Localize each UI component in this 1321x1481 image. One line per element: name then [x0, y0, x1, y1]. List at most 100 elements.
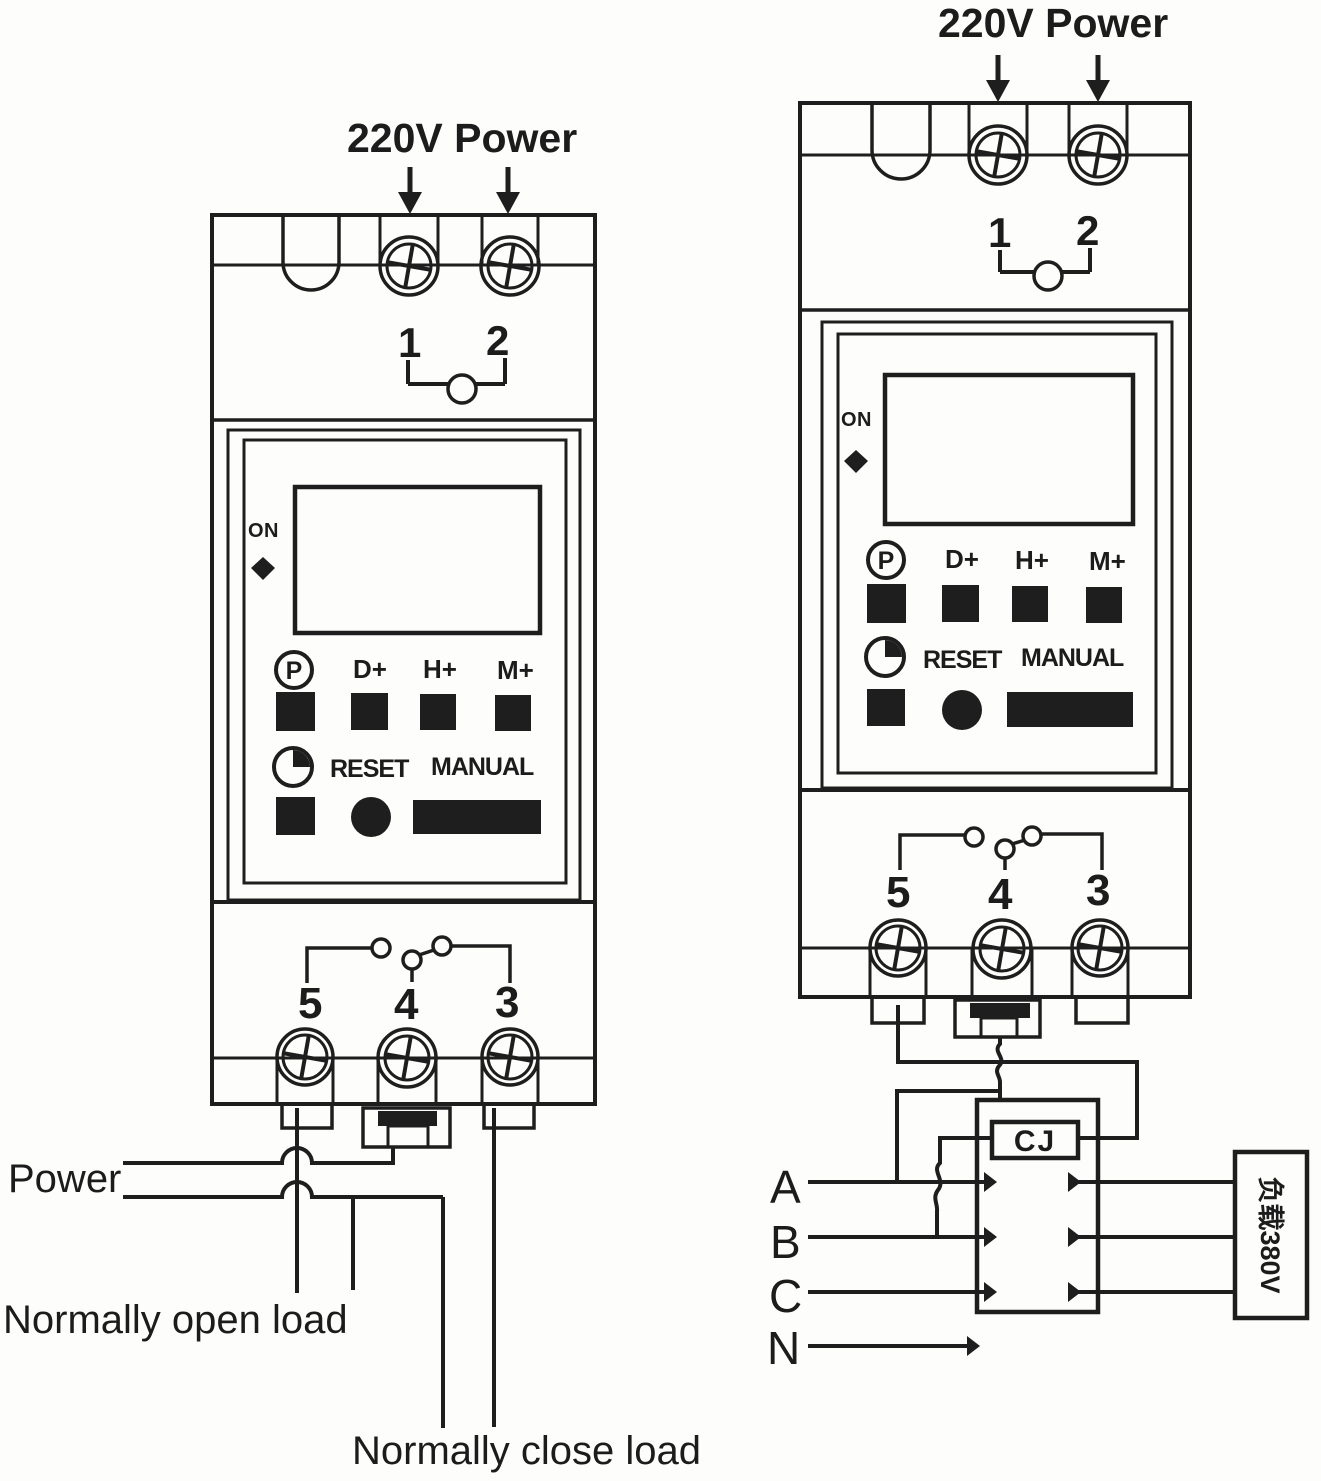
normally-close-load-label: Normally close load [352, 1429, 701, 1473]
terminal-slots [868, 948, 1130, 997]
neutral-end-pin [967, 1336, 980, 1356]
relay-contact-symbol [898, 825, 1104, 870]
program-button [276, 692, 315, 731]
terminal-2-label: 2 [1076, 207, 1099, 254]
right-wiring: CJ A B C N 负载380V [767, 1005, 1310, 1374]
terminal-5-label: 5 [298, 979, 322, 1028]
screw-terminal [1067, 124, 1129, 186]
on-label: ON [841, 409, 872, 431]
program-button [867, 584, 906, 623]
fuse-box [953, 998, 1042, 1039]
device-outline [210, 213, 597, 1106]
manual-label: MANUAL [431, 753, 534, 781]
wire-power-line-1 [123, 1146, 395, 1165]
wire-fuse-hop [995, 1037, 1004, 1100]
program-letter: P [878, 547, 895, 575]
load-label: 负载380V [1255, 1176, 1285, 1293]
on-indicator-dot [251, 557, 275, 580]
power-label: 220V Power [347, 115, 577, 161]
left-wiring: Power Normally open load Normally close … [3, 1108, 701, 1473]
power-arrow-icon [986, 55, 1010, 102]
power-arrow-icon [398, 167, 422, 214]
terminal-4-label: 4 [394, 980, 419, 1029]
terminal-5-label: 5 [886, 868, 910, 917]
power-wire-label: Power [8, 1157, 121, 1201]
wire-terminal5-to-coil [896, 1005, 1139, 1140]
device-outline [798, 101, 1192, 999]
terminal-3-label: 3 [495, 978, 519, 1027]
terminal-4-label: 4 [988, 870, 1013, 919]
wire-coil-to-phase-b [933, 1136, 992, 1237]
contactor-pin [984, 1282, 997, 1302]
neutral-label: N [767, 1322, 800, 1374]
panel-face [836, 332, 1158, 775]
relay-contact-symbol [305, 935, 512, 983]
minute-button-label: M+ [497, 655, 534, 685]
clock-button [867, 689, 905, 726]
terminal-slots [275, 1058, 540, 1104]
minute-button [1086, 587, 1122, 623]
screw-terminal [967, 124, 1029, 186]
hour-button-label: H+ [1015, 545, 1049, 575]
reset-button [351, 797, 391, 837]
hour-button [420, 694, 456, 730]
program-letter: P [286, 657, 303, 685]
screw-terminal [479, 235, 541, 297]
contactor-coil-cj: CJ [989, 1119, 1081, 1161]
on-indicator-dot [844, 450, 868, 473]
day-button-label: D+ [353, 654, 387, 684]
reset-button [942, 690, 982, 730]
contactor-pin [1068, 1282, 1081, 1302]
terminal-1-label: 1 [988, 209, 1011, 256]
clock-button [276, 797, 315, 835]
power-arrow-icon [1086, 55, 1110, 102]
reset-label: RESET [923, 646, 1002, 674]
on-label: ON [248, 520, 279, 542]
power-label: 220V Power [938, 0, 1168, 46]
load-box: 负载380V [1232, 1149, 1310, 1321]
screw-terminal [378, 235, 440, 297]
phase-b-label: B [770, 1216, 801, 1268]
phase-c-label: C [769, 1270, 802, 1322]
hour-button-label: H+ [423, 654, 457, 684]
terminal-tab [482, 1104, 536, 1130]
day-button [942, 585, 979, 622]
day-button-label: D+ [945, 544, 979, 574]
normally-open-load-label: Normally open load [3, 1298, 348, 1342]
reset-label: RESET [330, 755, 409, 783]
wire-power-line-2 [123, 1180, 443, 1199]
fuse-box [361, 1106, 452, 1149]
clock-icon [864, 636, 906, 678]
terminal-tab [1074, 997, 1130, 1025]
minute-button [495, 695, 531, 731]
input-switch-symbol [998, 248, 1092, 292]
din-clip-notch [870, 103, 932, 181]
terminal-1-label: 1 [398, 319, 421, 366]
clock-icon [272, 746, 314, 788]
contactor-pin [1068, 1172, 1081, 1192]
terminal-tab [280, 1104, 334, 1130]
contactor-pin [984, 1227, 997, 1247]
screw-terminal [480, 1027, 540, 1087]
left-timer-unit: 220V Power 1 2 [210, 115, 597, 1149]
terminal-3-label: 3 [1086, 866, 1110, 915]
manual-button [1007, 692, 1133, 727]
screw-terminal [275, 1027, 335, 1087]
input-switch-symbol [406, 358, 507, 405]
lcd-display [292, 484, 543, 636]
terminal-2-label: 2 [486, 317, 509, 364]
power-arrow-icon [496, 167, 520, 214]
panel-face [242, 438, 568, 885]
din-clip-notch [281, 215, 341, 292]
manual-label: MANUAL [1021, 644, 1124, 672]
hour-button [1012, 586, 1048, 622]
day-button [351, 693, 388, 730]
program-icon: P [866, 540, 906, 580]
right-timer-unit: 220V Power 1 2 [798, 0, 1192, 1039]
contactor-pin [1068, 1227, 1081, 1247]
contactor-label: CJ [1014, 1125, 1056, 1158]
contactor-pin [984, 1172, 997, 1192]
wire-to-phase-a [895, 1089, 1000, 1182]
